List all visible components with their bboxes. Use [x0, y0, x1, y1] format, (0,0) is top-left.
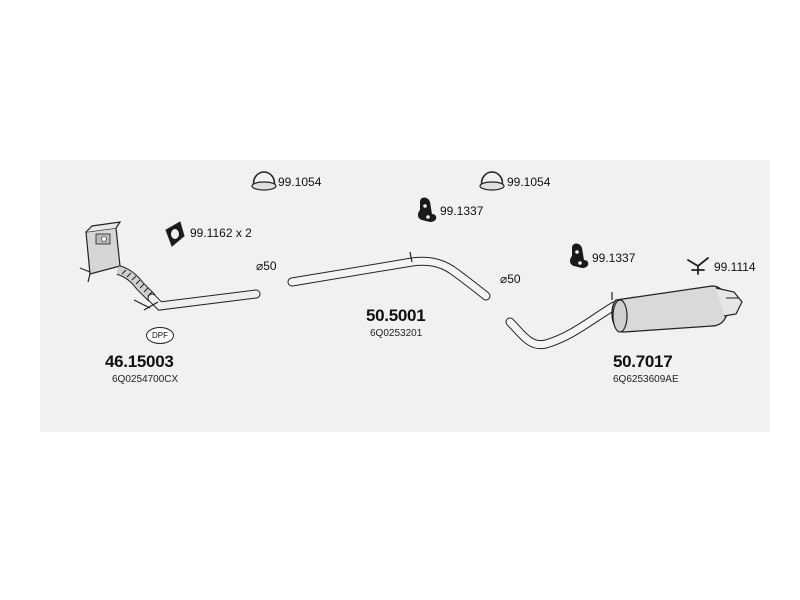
- clamp-icon-right[interactable]: [479, 171, 505, 191]
- rubber-mount-icon-middle[interactable]: [418, 197, 437, 223]
- rubber-mount-rear-label: 99.1337: [592, 251, 636, 265]
- rear-silencer-drawing[interactable]: [505, 285, 743, 350]
- dpf-assembly-drawing[interactable]: [79, 221, 261, 311]
- diameter-left-label: ⌀50: [256, 259, 277, 273]
- rear-silencer-oem-number: 6Q6253609AE: [613, 374, 679, 385]
- clamp-left-label: 99.1054: [278, 175, 322, 189]
- clamp-right-label: 99.1054: [507, 175, 551, 189]
- clamp-icon-left[interactable]: [251, 171, 277, 191]
- middle-pipe-part-number: 50.5001: [366, 306, 426, 325]
- rubber-mount-icon-rear[interactable]: [570, 243, 589, 269]
- middle-pipe-oem-number: 6Q0253201: [370, 328, 423, 339]
- rubber-mount-middle-label: 99.1337: [440, 204, 484, 218]
- diameter-right-label: ⌀50: [500, 272, 521, 286]
- bracket-icon[interactable]: [687, 257, 709, 275]
- dpf-badge: DPF: [146, 327, 174, 344]
- gasket-label: 99.1162 x 2: [190, 226, 252, 240]
- dpf-part-number: 46.15003: [105, 352, 174, 371]
- bracket-label: 99.1114: [714, 260, 756, 274]
- rear-silencer-part-number: 50.7017: [613, 352, 673, 371]
- gasket-icon[interactable]: [165, 221, 185, 247]
- dpf-oem-number: 6Q0254700CX: [112, 374, 179, 385]
- middle-pipe-drawing[interactable]: [287, 251, 491, 301]
